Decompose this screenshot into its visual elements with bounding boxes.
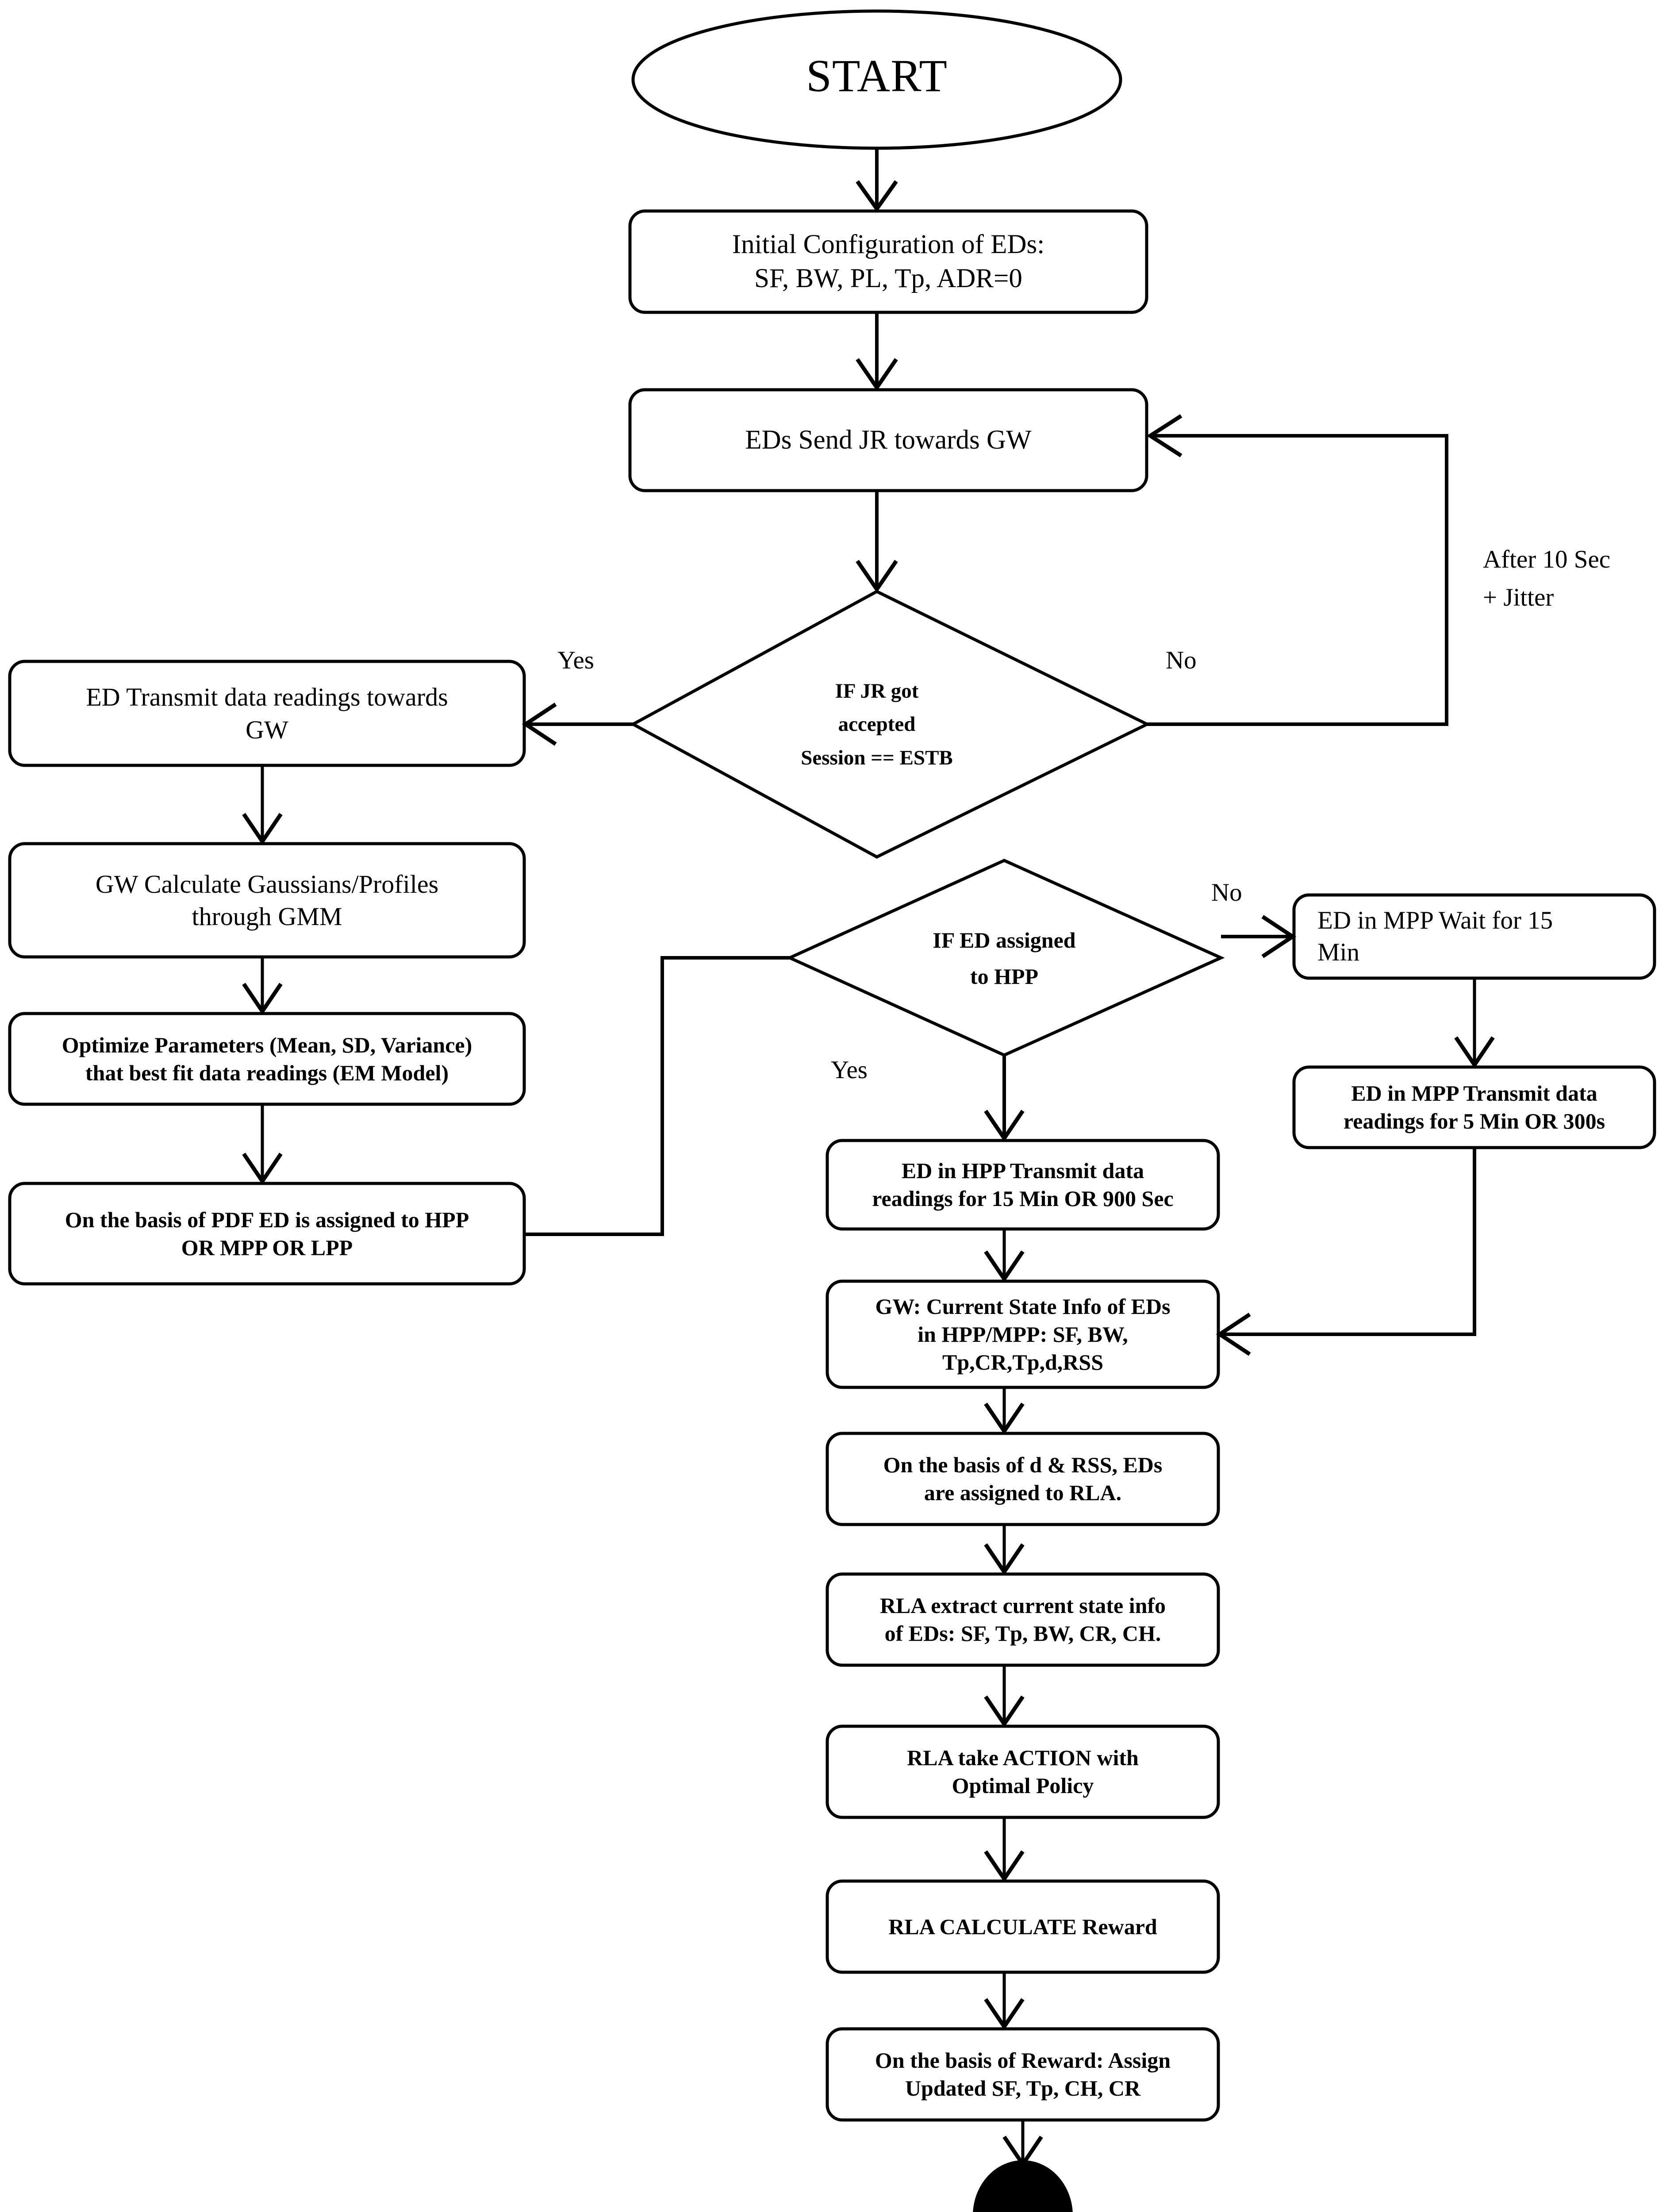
- label-rla-extract: RLA extract current state info of EDs: S…: [879, 1593, 1166, 1646]
- shape-rla-assign[interactable]: [825, 1432, 1220, 1526]
- label-optimize-params: Optimize Parameters (Mean, SD, Variance)…: [61, 1032, 472, 1085]
- shape-ed-transmit[interactable]: [8, 660, 526, 767]
- shape-start-terminator[interactable]: [631, 9, 1122, 150]
- label-rla-action: RLA take ACTION with Optimal Policy: [907, 1745, 1139, 1798]
- shape-rla-extract[interactable]: [825, 1572, 1220, 1667]
- label-start: START: [806, 50, 948, 101]
- label-mpp-transmit: ED in MPP Transmit data readings for 5 M…: [1343, 1081, 1605, 1133]
- connector-hpp-no-to-mppwait: [1221, 915, 1297, 958]
- label-mpp-wait: ED in MPP Wait for 15 Min: [1317, 906, 1553, 966]
- connector-rlaextract-to-rlaaction: [984, 1665, 1025, 1728]
- label-gw-state-info: GW: Current State Info of EDs in HPP/MPP…: [875, 1294, 1171, 1375]
- shape-gw-gmm[interactable]: [8, 842, 526, 959]
- shape-rla-reward[interactable]: [825, 1879, 1220, 1974]
- label-assign-updated: On the basis of Reward: Assign Updated S…: [875, 2048, 1171, 2101]
- label-init-config: Initial Configuration of EDs: SF, BW, PL…: [732, 229, 1045, 293]
- connector-gwgmm-to-optimize: [242, 957, 283, 1015]
- connector-decision-no-retry-loop: [1146, 414, 1448, 726]
- label-hpp-transmit: ED in HPP Transmit data readings for 15 …: [872, 1158, 1174, 1211]
- label-pdf-assign: On the basis of PDF ED is assigned to HP…: [65, 1207, 469, 1260]
- shape-jr-decision-diamond[interactable]: [630, 590, 1151, 859]
- connector-assignupdated-to-end: [1002, 2120, 1043, 2168]
- shape-end-terminator[interactable]: [973, 2160, 1073, 2212]
- connector-edtransmit-to-gwgmm: [242, 765, 283, 845]
- connector-rlareward-to-assignupdated: [984, 1972, 1025, 2031]
- label-rla-assign: On the basis of d & RSS, EDs are assigne…: [883, 1452, 1163, 1505]
- connector-rlaassign-to-rlaextract: [984, 1525, 1025, 1576]
- connector-hpptransmit-to-gwstate: [984, 1229, 1025, 1283]
- edge-label-jr-no: No: [1166, 646, 1197, 674]
- connector-sendjr-to-decision: [856, 491, 898, 593]
- label-rla-reward: RLA CALCULATE Reward: [888, 1914, 1157, 1939]
- edge-label-retry-after-10-sec: After 10 Sec + Jitter: [1483, 545, 1611, 611]
- connector-start-to-init: [856, 149, 898, 212]
- shape-init-config[interactable]: [628, 209, 1148, 314]
- connector-gwstate-to-rlaassign: [984, 1387, 1025, 1435]
- connector-pdfassign-to-hppdecision: [524, 956, 790, 1236]
- connector-rlaaction-to-rlareward: [984, 1817, 1025, 1883]
- connector-mppwait-to-mpptransmit: [1454, 978, 1495, 1069]
- label-jr-decision: IF JR got accepted Session == ESTB: [801, 680, 953, 769]
- edge-label-hpp-yes: Yes: [831, 1056, 868, 1084]
- shape-rla-action[interactable]: [825, 1724, 1220, 1819]
- edge-label-jr-yes: Yes: [557, 646, 594, 674]
- label-gw-gmm: GW Calculate Gaussians/Profiles through …: [95, 869, 439, 931]
- label-send-jr: EDs Send JR towards GW: [745, 425, 1032, 455]
- connector-decision-yes-to-edtransmit: [522, 703, 633, 746]
- shape-hpp-transmit[interactable]: [825, 1139, 1220, 1231]
- connector-hpp-yes-to-hpptransmit: [984, 1055, 1025, 1142]
- label-ed-transmit: ED Transmit data readings towards GW: [86, 683, 448, 744]
- shape-optimize-params[interactable]: [8, 1012, 526, 1106]
- connector-optimize-to-pdfassign: [242, 1104, 283, 1185]
- shape-send-jr[interactable]: [628, 388, 1148, 492]
- connector-init-to-sendjr: [856, 312, 898, 391]
- edge-label-hpp-no: No: [1211, 879, 1242, 906]
- label-hpp-decision: IF ED assigned to HPP: [933, 927, 1076, 989]
- connector-mpptransmit-to-gwstate: [1216, 1148, 1476, 1356]
